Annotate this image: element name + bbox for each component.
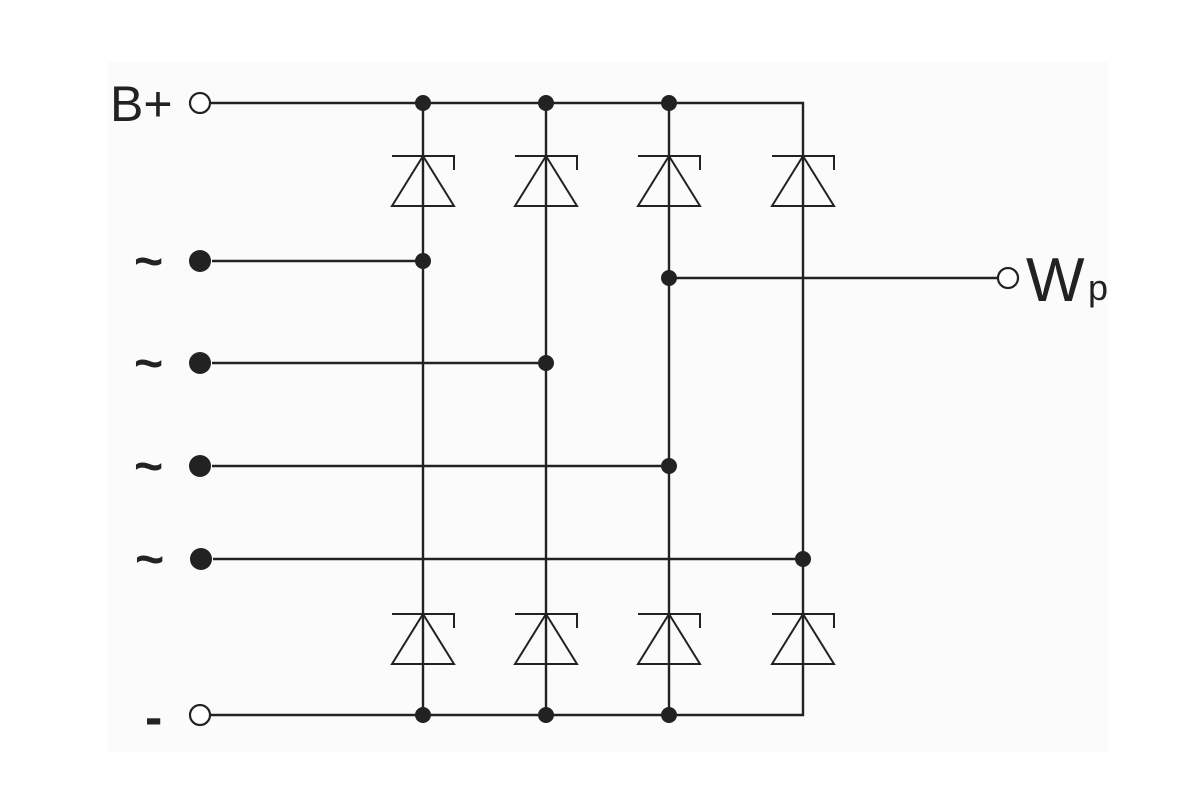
negative-terminal — [188, 703, 212, 727]
diode-cathode-bar — [638, 155, 701, 170]
diode-upper-3 — [636, 154, 702, 207]
diode-triangle — [513, 612, 579, 665]
diode-lower-4 — [770, 612, 836, 665]
negative-rail — [210, 640, 805, 717]
diode-cathode-bar — [392, 155, 455, 170]
ac-symbol-label-4: ~ — [135, 531, 164, 587]
junction-dot — [538, 707, 554, 723]
b-plus-label: B+ — [110, 76, 173, 132]
diode-triangle — [390, 612, 456, 665]
junction-dot — [661, 95, 677, 111]
diode-lower-2 — [513, 612, 579, 665]
diode-cathode-bar — [392, 613, 455, 628]
diode-triangle — [390, 154, 456, 207]
ac-input-terminal-4 — [190, 548, 212, 570]
junction-dot — [415, 253, 431, 269]
diode-cathode-bar — [638, 613, 701, 628]
diagram-panel — [108, 62, 1108, 752]
ac-input-terminal-3 — [189, 455, 211, 477]
wp-label-subscript: p — [1088, 267, 1108, 308]
diode-lower-3 — [636, 612, 702, 665]
wp-terminal — [996, 266, 1020, 290]
junction-dot — [415, 707, 431, 723]
diode-cathode-bar — [515, 613, 578, 628]
diode-cathode-bar — [772, 155, 835, 170]
ac-symbol-label-2: ~ — [134, 335, 163, 391]
positive-rail — [210, 101, 805, 180]
diode-triangle — [513, 154, 579, 207]
diode-cathode-bar — [772, 613, 835, 628]
diode-upper-2 — [513, 154, 579, 207]
diode-triangle — [770, 612, 836, 665]
junction-dot — [661, 270, 677, 286]
junction-dot — [415, 95, 431, 111]
wp-label-main: W — [1026, 246, 1085, 315]
minus-label: - — [145, 689, 162, 747]
diode-triangle — [636, 154, 702, 207]
junction-dot — [795, 551, 811, 567]
junction-dot — [538, 355, 554, 371]
diode-upper-4 — [770, 154, 836, 207]
ac-symbol-label-3: ~ — [134, 438, 163, 494]
junction-dot — [661, 707, 677, 723]
diode-cathode-bar — [515, 155, 578, 170]
ac-symbol-label-1: ~ — [134, 233, 163, 289]
junction-dot — [661, 458, 677, 474]
positive-terminal — [188, 91, 212, 115]
diode-triangle — [770, 154, 836, 207]
diode-triangle — [636, 612, 702, 665]
ac-input-terminal-2 — [189, 352, 211, 374]
junction-dot — [538, 95, 554, 111]
diode-upper-1 — [390, 154, 456, 207]
ac-input-terminal-1 — [189, 250, 211, 272]
diode-lower-1 — [390, 612, 456, 665]
